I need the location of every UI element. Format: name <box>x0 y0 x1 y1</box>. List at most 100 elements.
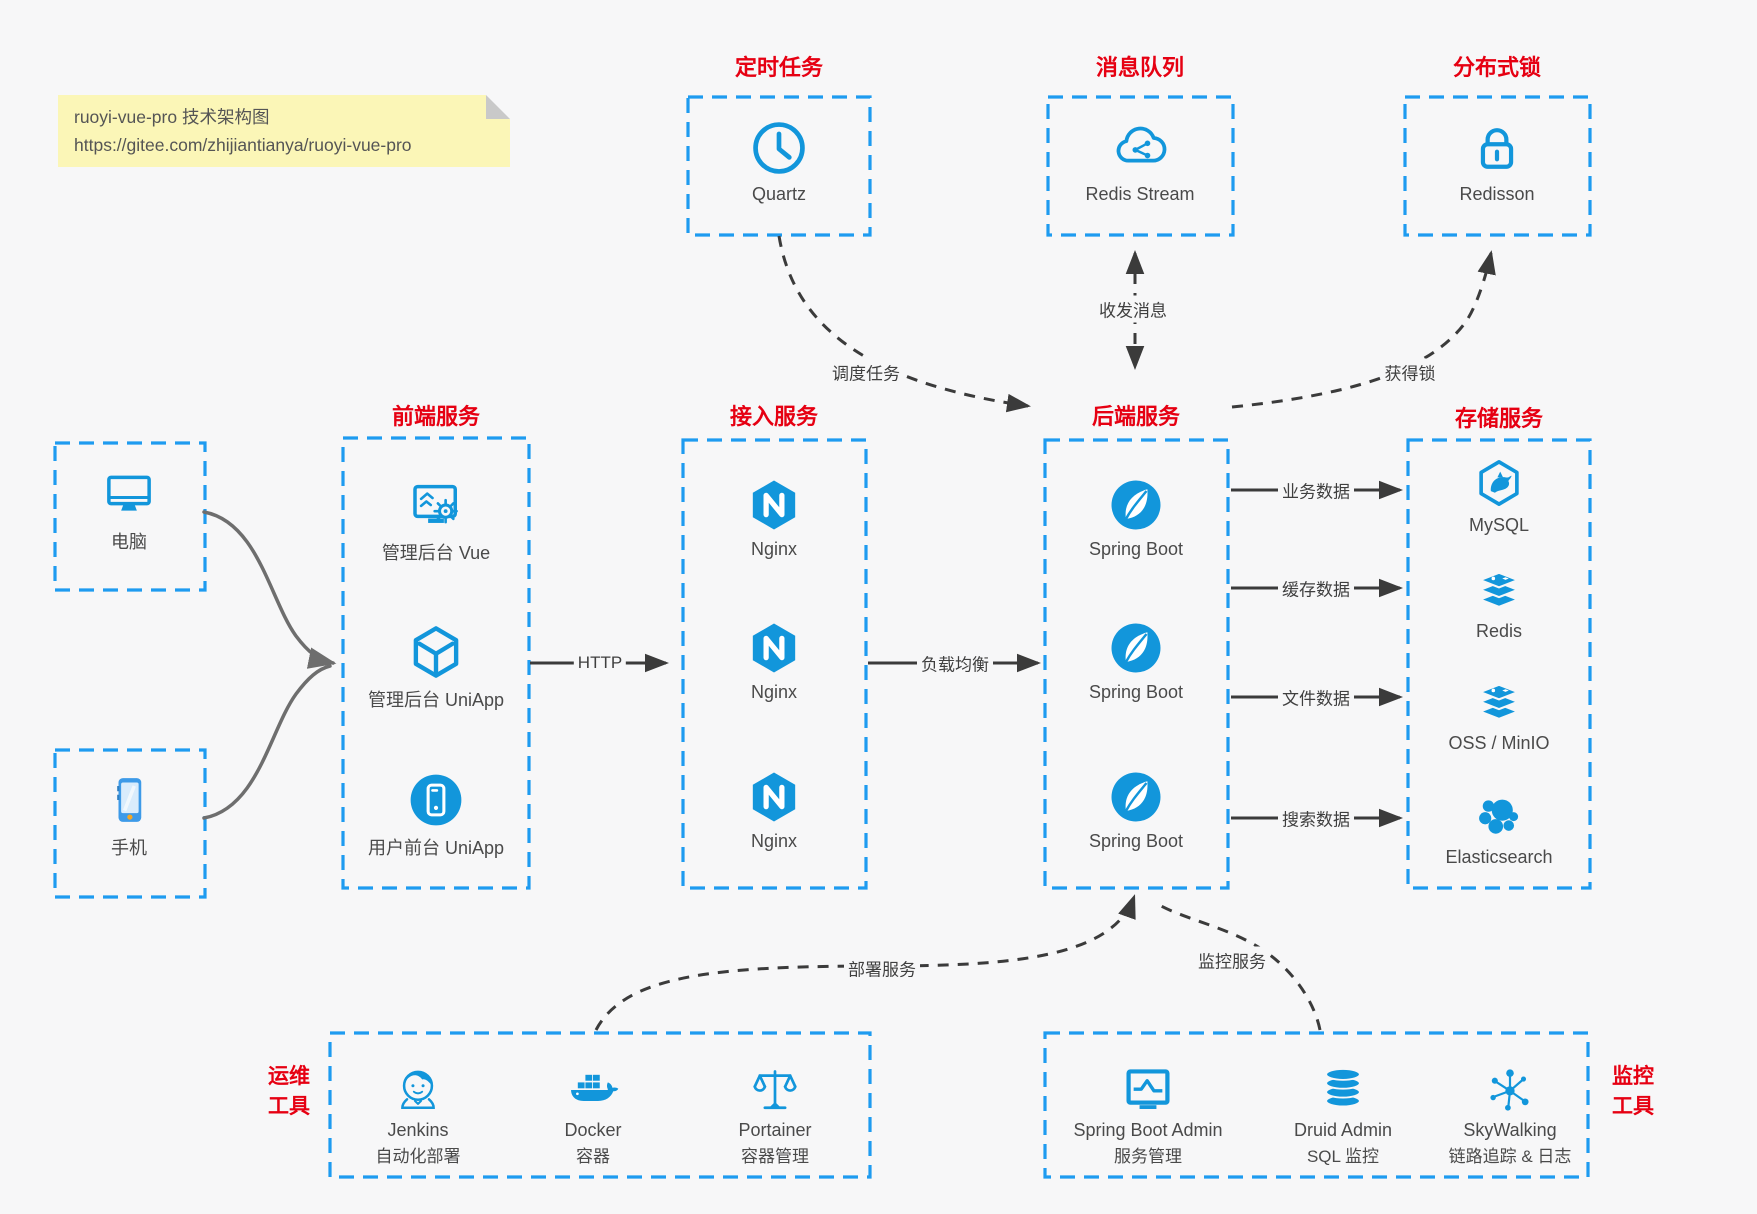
node-spring-boot-2: Spring Boot <box>1051 620 1221 703</box>
note-fold-corner <box>486 95 510 119</box>
node-jenkins: Jenkins 自动化部署 <box>333 1063 503 1167</box>
backend-services-box <box>1043 438 1230 890</box>
title-backend-services: 后端服务 <box>1091 404 1181 429</box>
edge-label-message: 收发消息 <box>1095 295 1171 323</box>
cloud-stream-icon <box>1110 118 1170 178</box>
skywalking-icon <box>1483 1063 1537 1117</box>
gateway-services-box <box>681 438 868 890</box>
node-nginx-3: Nginx <box>689 769 859 852</box>
node-spring-boot-1: Spring Boot <box>1051 477 1221 560</box>
edge-acquire-lock <box>1231 250 1496 409</box>
node-redis-stream: Redis Stream <box>1055 118 1225 205</box>
clock-icon <box>749 118 809 178</box>
monitor-tools-box <box>1043 1031 1590 1179</box>
node-label: 电脑 <box>111 532 147 552</box>
spring-boot-icon <box>1108 620 1164 676</box>
mobile-icon <box>101 772 157 828</box>
node-user-uniapp: 用户前台 UniApp <box>351 772 521 860</box>
node-label: Nginx <box>750 831 798 851</box>
title-storage-services: 存储服务 <box>1454 406 1544 431</box>
node-elasticsearch: Elasticsearch <box>1414 789 1584 868</box>
edge-label-cache-data: 缓存数据 <box>1278 574 1354 602</box>
tool-desc: 容器 <box>576 1147 610 1166</box>
spring-boot-admin-icon <box>1121 1063 1175 1117</box>
portainer-icon <box>748 1063 802 1117</box>
node-oss-minio: OSS / MinIO <box>1414 675 1584 754</box>
node-portainer: Portainer 容器管理 <box>690 1063 860 1167</box>
user-uniapp-icon <box>408 772 464 828</box>
edge-mobile-to-frontend <box>202 664 332 820</box>
title-frontend-services: 前端服务 <box>391 404 481 429</box>
node-label: Nginx <box>750 682 798 702</box>
node-docker: Docker 容器 <box>508 1063 678 1167</box>
distributed-lock-box <box>1403 95 1592 237</box>
spring-boot-icon <box>1108 477 1164 533</box>
edge-label-lock: 获得锁 <box>1380 358 1440 386</box>
edge-label-monitor: 监控服务 <box>1194 946 1270 974</box>
edge-label-file-data: 文件数据 <box>1278 683 1354 711</box>
node-spring-boot-admin: Spring Boot Admin 服务管理 <box>1058 1063 1238 1167</box>
node-pc: 电脑 <box>44 466 214 554</box>
title-gateway-services: 接入服务 <box>729 404 819 429</box>
node-label: Spring Boot <box>1088 682 1184 702</box>
tool-name: SkyWalking <box>1463 1120 1557 1140</box>
node-label: 手机 <box>111 838 147 858</box>
node-quartz: Quartz <box>694 118 864 205</box>
node-label: 用户前台 UniApp <box>367 838 505 858</box>
node-redis: Redis <box>1414 563 1584 642</box>
tool-name: Spring Boot Admin <box>1073 1120 1223 1140</box>
desktop-icon <box>101 466 157 522</box>
mobile-client-box <box>53 748 207 899</box>
nginx-icon <box>746 620 802 676</box>
node-label: Redisson <box>1459 184 1535 204</box>
frontend-services-box <box>341 436 531 890</box>
tool-name: Docker <box>564 1120 622 1140</box>
scheduled-task-box <box>686 95 872 237</box>
tool-desc: 链路追踪 & 日志 <box>1448 1147 1572 1166</box>
node-skywalking: SkyWalking 链路追踪 & 日志 <box>1425 1063 1595 1167</box>
node-label: 管理后台 UniApp <box>367 690 505 710</box>
node-admin-uniapp: 管理后台 UniApp <box>351 624 521 712</box>
admin-uniapp-icon <box>408 624 464 680</box>
node-nginx-2: Nginx <box>689 620 859 703</box>
edge-label-deploy: 部署服务 <box>844 954 920 982</box>
title-ops-tools: 运维 工具 <box>268 1065 310 1118</box>
tool-desc: 自动化部署 <box>375 1147 461 1166</box>
tool-desc: 容器管理 <box>741 1147 809 1166</box>
redis-icon <box>1473 563 1525 615</box>
node-redisson: Redisson <box>1412 118 1582 205</box>
title-message-queue: 消息队列 <box>1095 55 1185 80</box>
note-url: https://gitee.com/zhijiantianya/ruoyi-vu… <box>74 135 412 155</box>
title-scheduled-task: 定时任务 <box>734 55 824 80</box>
edge-monitor-service <box>1153 900 1322 1031</box>
node-label: OSS / MinIO <box>1448 733 1550 753</box>
title-distributed-lock: 分布式锁 <box>1452 55 1542 80</box>
tool-name: Portainer <box>738 1120 812 1140</box>
edge-schedule-task <box>777 235 1031 413</box>
spring-boot-icon <box>1108 769 1164 825</box>
node-label: MySQL <box>1468 515 1529 535</box>
node-admin-vue: 管理后台 Vue <box>351 477 521 565</box>
node-label: Spring Boot <box>1088 539 1184 559</box>
lock-icon <box>1467 118 1527 178</box>
nginx-icon <box>746 477 802 533</box>
storage-services-box <box>1406 438 1592 890</box>
tool-desc: SQL 监控 <box>1306 1147 1380 1166</box>
pc-client-box <box>53 441 207 592</box>
edge-label-load-balance: 负载均衡 <box>917 649 993 677</box>
node-mysql: MySQL <box>1414 457 1584 536</box>
ops-tools-box <box>328 1031 872 1179</box>
edge-label-search-data: 搜索数据 <box>1278 804 1354 832</box>
edge-label-business-data: 业务数据 <box>1278 476 1354 504</box>
node-label: 管理后台 Vue <box>381 543 491 563</box>
jenkins-icon <box>391 1063 445 1117</box>
nginx-icon <box>746 769 802 825</box>
edge-label-http: HTTP <box>573 652 627 674</box>
node-label: Redis Stream <box>1085 184 1195 204</box>
docker-icon <box>566 1063 620 1117</box>
edge-label-schedule: 调度任务 <box>828 358 904 386</box>
node-label: Nginx <box>750 539 798 559</box>
druid-icon <box>1316 1063 1370 1117</box>
